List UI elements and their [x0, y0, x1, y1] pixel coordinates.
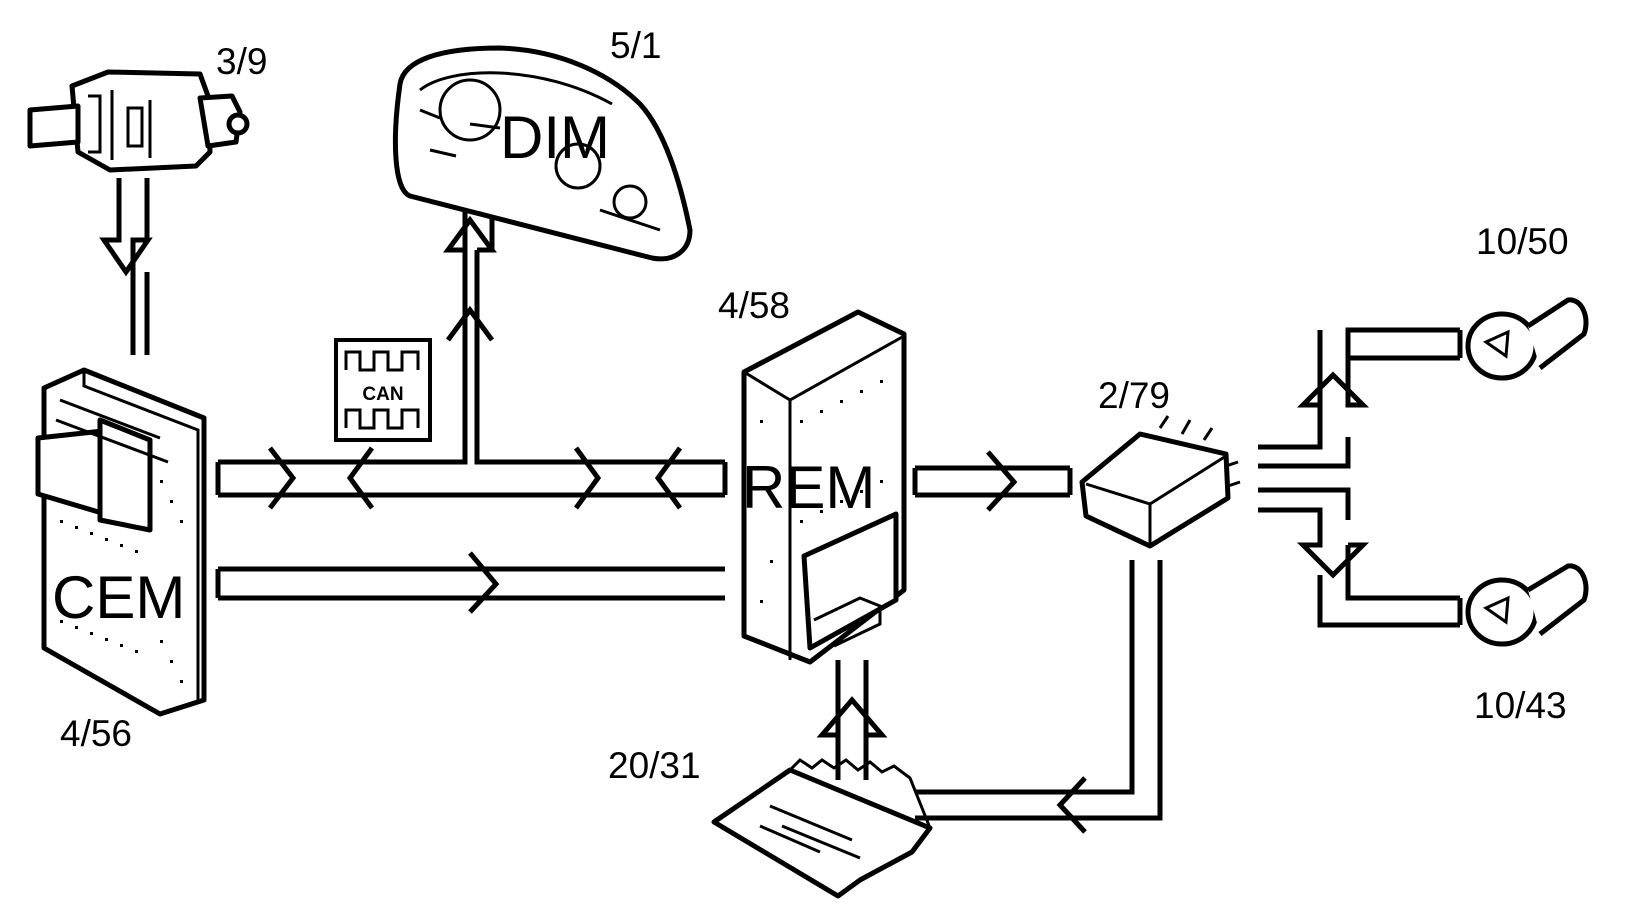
bulb-10-50 — [1465, 297, 1589, 381]
relay-to-bulbs-connection — [1258, 327, 1463, 628]
label-10-43: 10/43 — [1474, 685, 1567, 726]
cem-name: CEM — [52, 564, 185, 631]
cem-to-rem-connection — [215, 551, 725, 614]
label-5-1: 5/1 — [610, 25, 661, 66]
label-3-9: 3/9 — [216, 41, 267, 82]
dim-name: DIM — [500, 104, 610, 171]
card-to-rem-connection — [816, 660, 888, 780]
rem-name: REM — [742, 454, 875, 521]
label-10-50: 10/50 — [1476, 221, 1569, 262]
relay-to-card-connection — [915, 560, 1163, 834]
cem-4-56-module: CEM — [35, 367, 207, 717]
label-20-31: 20/31 — [608, 745, 701, 786]
relay-2-79 — [1079, 415, 1241, 549]
card-20-31 — [711, 758, 933, 899]
rem-4-58-module: REM — [741, 309, 907, 665]
can-bus-symbol: CAN — [334, 338, 432, 442]
can-bus-connection — [215, 183, 728, 510]
label-2-79: 2/79 — [1098, 375, 1170, 416]
dim-5-1-instrument-cluster — [392, 45, 693, 262]
label-4-58: 4/58 — [718, 285, 790, 326]
can-label: CAN — [362, 384, 403, 405]
rem-to-relay-connection — [912, 450, 1073, 512]
bulb-10-43 — [1465, 563, 1589, 647]
switch-3-9 — [27, 69, 250, 173]
switch-to-cem-connection — [99, 178, 153, 355]
label-4-56: 4/56 — [60, 713, 132, 754]
